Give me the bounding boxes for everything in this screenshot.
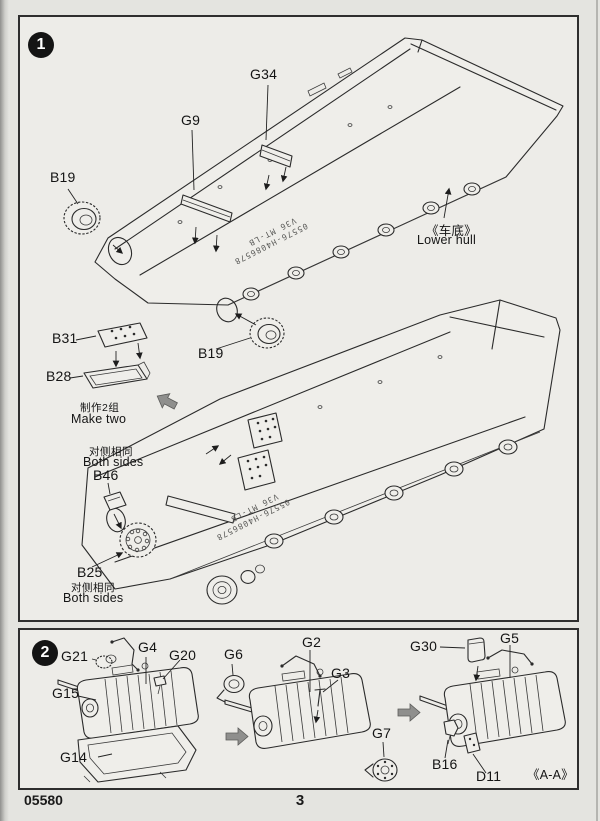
part-g9 bbox=[180, 129, 233, 253]
part-label-g30: G30 bbox=[410, 638, 438, 654]
section-label-aa: 《A-A》 bbox=[527, 768, 574, 782]
engine-assembly-1 bbox=[57, 637, 199, 783]
both-sides-upper-en: Both sides bbox=[83, 455, 144, 469]
part-label-g9: G9 bbox=[181, 112, 201, 128]
step-2-panel bbox=[18, 628, 579, 790]
page-number: 3 bbox=[295, 792, 305, 809]
part-label-b25: B25 bbox=[77, 564, 103, 580]
next-step-arrow-icon bbox=[397, 703, 421, 722]
part-label-d11: D11 bbox=[476, 768, 502, 784]
hull-caption-leader bbox=[443, 187, 452, 219]
part-label-g4: G4 bbox=[138, 639, 158, 655]
axle-mounts-lower bbox=[264, 439, 518, 549]
part-label-b46: B46 bbox=[93, 467, 119, 483]
step-1-drawing: 05576-H4086578 V36 MT-LB bbox=[63, 37, 564, 605]
side-plates bbox=[218, 412, 283, 491]
both-sides-upper-zh: 对侧相同 bbox=[89, 446, 133, 458]
part-label-g21: G21 bbox=[61, 648, 89, 664]
both-sides-lower-en: Both sides bbox=[63, 591, 124, 605]
part-g5 bbox=[486, 645, 534, 678]
make-two-en: Make two bbox=[71, 412, 127, 426]
part-g20 bbox=[153, 659, 181, 695]
part-label-g5: G5 bbox=[500, 630, 520, 646]
step-1-panel: 05576-H4086578 V36 MT-LB bbox=[18, 15, 579, 622]
b25-sprocket bbox=[91, 507, 157, 568]
step-2-number-badge: 2 bbox=[32, 640, 58, 666]
axle-mounts bbox=[242, 182, 481, 301]
part-g4 bbox=[110, 637, 147, 684]
make-two-zh: 制作2组 bbox=[80, 402, 120, 414]
part-label-b28: B28 bbox=[46, 368, 72, 384]
part-g14-oil-pan bbox=[77, 725, 197, 783]
side-bar-part bbox=[165, 495, 236, 524]
assembly-direction-arrow-icon bbox=[156, 393, 178, 410]
part-g3 bbox=[313, 679, 339, 724]
b19-wheel-upper bbox=[63, 188, 101, 235]
drive-hub bbox=[206, 564, 265, 605]
part-b16 bbox=[443, 719, 459, 759]
part-label-g14: G14 bbox=[60, 749, 88, 765]
part-label-b19-lower: B19 bbox=[198, 345, 224, 361]
next-step-arrow-icon bbox=[225, 727, 249, 746]
part-g2 bbox=[280, 650, 322, 692]
part-g7 bbox=[364, 741, 398, 782]
part-label-g6: G6 bbox=[224, 646, 244, 662]
engine-assembly-2 bbox=[216, 650, 398, 782]
part-g30 bbox=[439, 637, 486, 682]
part-g6 bbox=[216, 663, 245, 703]
part-label-g3: G3 bbox=[331, 665, 351, 681]
part-d11 bbox=[463, 732, 487, 774]
lower-hull-top-drawing: 05576-H4086578 V36 MT-LB bbox=[94, 37, 564, 306]
b19-wheel-lower bbox=[215, 297, 285, 350]
step-2-drawing bbox=[57, 637, 566, 783]
make-two-subassembly bbox=[69, 322, 151, 389]
part-label-g20: G20 bbox=[169, 647, 197, 663]
kit-number: 05580 bbox=[24, 792, 63, 808]
part-label-g2: G2 bbox=[302, 634, 322, 650]
lower-hull-bottom-drawing: 05576-H4086578 V36 MT-LB bbox=[81, 299, 561, 605]
g15-leader bbox=[77, 695, 97, 701]
part-b46 bbox=[103, 482, 127, 530]
step-1-number-badge: 1 bbox=[28, 32, 54, 58]
part-g21 bbox=[91, 654, 117, 669]
part-label-b16: B16 bbox=[432, 756, 458, 772]
part-label-g15: G15 bbox=[52, 685, 80, 701]
part-label-g7: G7 bbox=[372, 725, 392, 741]
part-g34 bbox=[259, 84, 293, 191]
hull-caption-en: Lower hull bbox=[417, 233, 476, 247]
part-label-g34: G34 bbox=[250, 66, 278, 82]
both-sides-lower-zh: 对侧相同 bbox=[71, 582, 115, 594]
hull-caption-zh: 《车底》 bbox=[426, 224, 477, 238]
part-label-b31: B31 bbox=[52, 330, 78, 346]
part-label-b19-upper: B19 bbox=[50, 169, 76, 185]
engine-assembly-3 bbox=[419, 637, 566, 774]
